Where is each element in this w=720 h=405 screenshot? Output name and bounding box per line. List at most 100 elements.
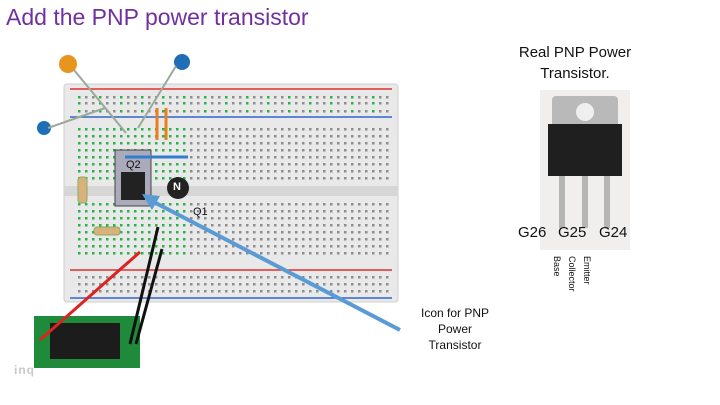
- breadboard-hole: [92, 177, 95, 180]
- breadboard-hole: [274, 170, 277, 173]
- breadboard-hole: [281, 170, 284, 173]
- breadboard-hole: [169, 276, 172, 279]
- breadboard-hole: [99, 210, 102, 213]
- breadboard-hole: [316, 203, 319, 206]
- mounting-hole: [576, 103, 594, 121]
- callout-arrowhead: [142, 194, 160, 210]
- breadboard-hole: [351, 276, 354, 279]
- breadboard-hole: [288, 142, 291, 145]
- breadboard-hole: [302, 224, 305, 227]
- cap-lead-3: [137, 65, 177, 129]
- transistor-package: [548, 124, 622, 176]
- breadboard-hole: [351, 217, 354, 220]
- breadboard-hole: [253, 102, 256, 105]
- breadboard-hole: [176, 149, 179, 152]
- breadboard-hole: [295, 135, 298, 138]
- breadboard-hole: [295, 149, 298, 152]
- breadboard-hole: [246, 102, 249, 105]
- breadboard-hole: [92, 203, 95, 206]
- breadboard-hole: [218, 149, 221, 152]
- breadboard-hole: [253, 245, 256, 248]
- breadboard-hole: [176, 283, 179, 286]
- breadboard-hole: [358, 224, 361, 227]
- breadboard-hole: [267, 231, 270, 234]
- breadboard-hole: [302, 149, 305, 152]
- cap-lead-1: [73, 69, 127, 134]
- breadboard-hole: [372, 252, 375, 255]
- breadboard-hole: [274, 290, 277, 293]
- breadboard-hole: [281, 177, 284, 180]
- breadboard-hole: [281, 142, 284, 145]
- breadboard-hole: [78, 210, 81, 213]
- breadboard-hole: [316, 163, 319, 166]
- breadboard-hole: [148, 276, 151, 279]
- breadboard-hole: [295, 163, 298, 166]
- breadboard-hole: [183, 290, 186, 293]
- breadboard-hole: [190, 149, 193, 152]
- breadboard-hole: [344, 177, 347, 180]
- breadboard-hole: [134, 283, 137, 286]
- breadboard-hole: [218, 110, 221, 113]
- breadboard-hole: [344, 217, 347, 220]
- breadboard-hole: [78, 217, 81, 220]
- breadboard-hole: [316, 231, 319, 234]
- breadboard-hole: [99, 110, 102, 113]
- breadboard-hole: [337, 128, 340, 131]
- breadboard-hole: [358, 238, 361, 241]
- breadboard-hole: [309, 231, 312, 234]
- breadboard-hole: [204, 203, 207, 206]
- breadboard-hole: [92, 238, 95, 241]
- breadboard-hole: [127, 238, 130, 241]
- breadboard-hole: [386, 110, 389, 113]
- breadboard-hole: [246, 210, 249, 213]
- breadboard-hole: [218, 203, 221, 206]
- breadboard-hole: [197, 149, 200, 152]
- breadboard-hole: [246, 96, 249, 99]
- breadboard-hole: [372, 224, 375, 227]
- breadboard-hole: [134, 96, 137, 99]
- breadboard-hole: [372, 290, 375, 293]
- breadboard-hole: [288, 210, 291, 213]
- npn-symbol: N: [173, 181, 181, 193]
- breadboard-hole: [260, 170, 263, 173]
- breadboard-hole: [358, 156, 361, 159]
- breadboard-hole: [176, 210, 179, 213]
- breadboard-hole: [351, 102, 354, 105]
- breadboard-hole: [169, 128, 172, 131]
- breadboard-hole: [365, 156, 368, 159]
- breadboard-hole: [155, 102, 158, 105]
- breadboard-hole: [274, 276, 277, 279]
- breadboard-hole: [190, 135, 193, 138]
- breadboard-hole: [330, 110, 333, 113]
- breadboard-hole: [99, 217, 102, 220]
- breadboard-hole: [134, 102, 137, 105]
- breadboard-hole: [204, 217, 207, 220]
- breadboard-hole: [183, 128, 186, 131]
- breadboard-hole: [106, 163, 109, 166]
- breadboard-hole: [127, 290, 130, 293]
- breadboard-hole: [330, 170, 333, 173]
- breadboard-hole: [204, 135, 207, 138]
- breadboard-hole: [288, 128, 291, 131]
- breadboard-hole: [78, 110, 81, 113]
- breadboard-hole: [302, 156, 305, 159]
- breadboard-hole: [211, 217, 214, 220]
- breadboard-hole: [344, 283, 347, 286]
- breadboard-hole: [141, 238, 144, 241]
- breadboard-hole: [204, 102, 207, 105]
- breadboard-hole: [267, 135, 270, 138]
- breadboard-hole: [372, 102, 375, 105]
- breadboard-hole: [288, 276, 291, 279]
- breadboard-hole: [267, 224, 270, 227]
- breadboard-hole: [253, 231, 256, 234]
- breadboard-hole: [141, 276, 144, 279]
- breadboard-hole: [169, 252, 172, 255]
- breadboard-hole: [288, 224, 291, 227]
- breadboard-hole: [99, 276, 102, 279]
- breadboard-hole: [295, 96, 298, 99]
- breadboard-hole: [246, 290, 249, 293]
- breadboard-hole: [190, 96, 193, 99]
- label-q1: Q1: [193, 206, 208, 218]
- breadboard-hole: [372, 163, 375, 166]
- breadboard-hole: [78, 231, 81, 234]
